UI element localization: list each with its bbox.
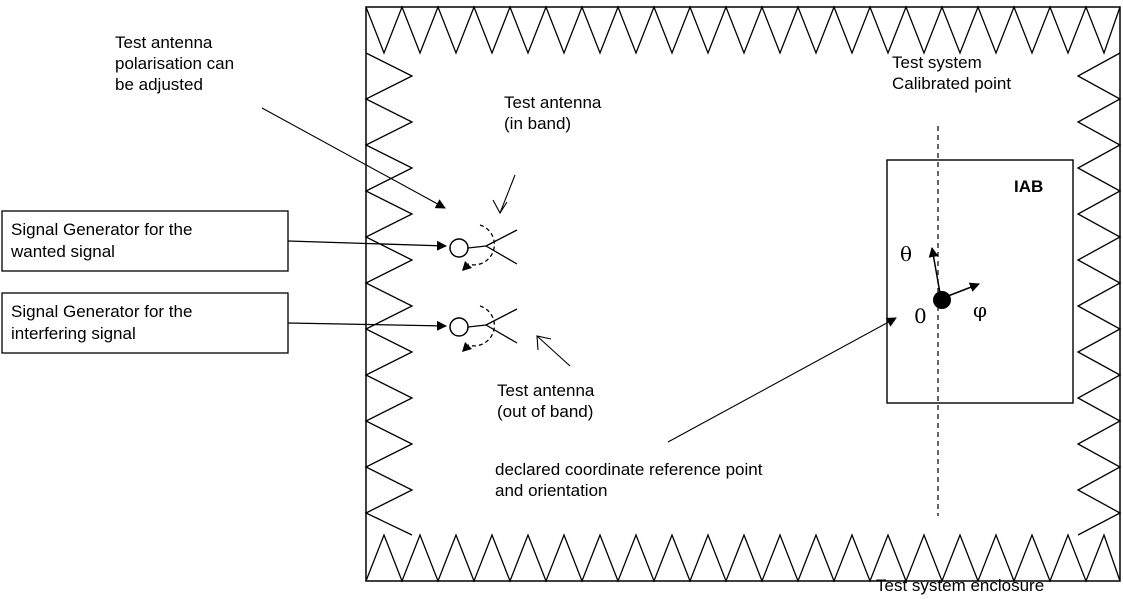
enclosure-label: Test system enclosure (876, 576, 1045, 595)
interfering-generator-label: Signal Generator for the interfering sig… (11, 302, 193, 343)
enclosure-outline (365, 6, 1121, 582)
wanted-generator-label: Signal Generator for the wanted signal (11, 220, 193, 261)
reference-point-dot (933, 291, 951, 309)
interfering-cable (287, 320, 447, 331)
phi-axis (947, 282, 980, 297)
iab-label: IAB (1014, 177, 1044, 196)
absorber-left (364, 52, 414, 536)
calibrated-point-label: Test system Calibrated point (892, 53, 1012, 93)
interfering-generator-box (1, 292, 289, 354)
origin-label: 0 (914, 304, 927, 328)
reference-leader (667, 317, 897, 443)
antenna-in-band-label: Test antenna (in band) (504, 93, 602, 133)
phi-label: φ (973, 298, 988, 322)
reference-point-label: declared coordinate reference point and … (495, 460, 763, 500)
in-band-pointer (492, 174, 516, 215)
absorber-bottom (365, 533, 1121, 583)
polarisation-leader (261, 107, 446, 209)
polarisation-note: Test antenna polarisation can be adjuste… (115, 33, 235, 94)
antenna-in-band (449, 224, 518, 271)
antenna-out-of-band (449, 305, 518, 352)
iab-box (886, 159, 1074, 404)
theta-axis (928, 247, 941, 294)
absorber-right (1076, 52, 1122, 536)
antenna-out-of-band-label: Test antenna (out of band) (497, 381, 595, 421)
theta-label: θ (900, 242, 913, 266)
out-of-band-pointer (536, 335, 571, 367)
wanted-generator-box (1, 210, 289, 272)
absorber-top (365, 5, 1121, 55)
wanted-cable (287, 240, 447, 251)
